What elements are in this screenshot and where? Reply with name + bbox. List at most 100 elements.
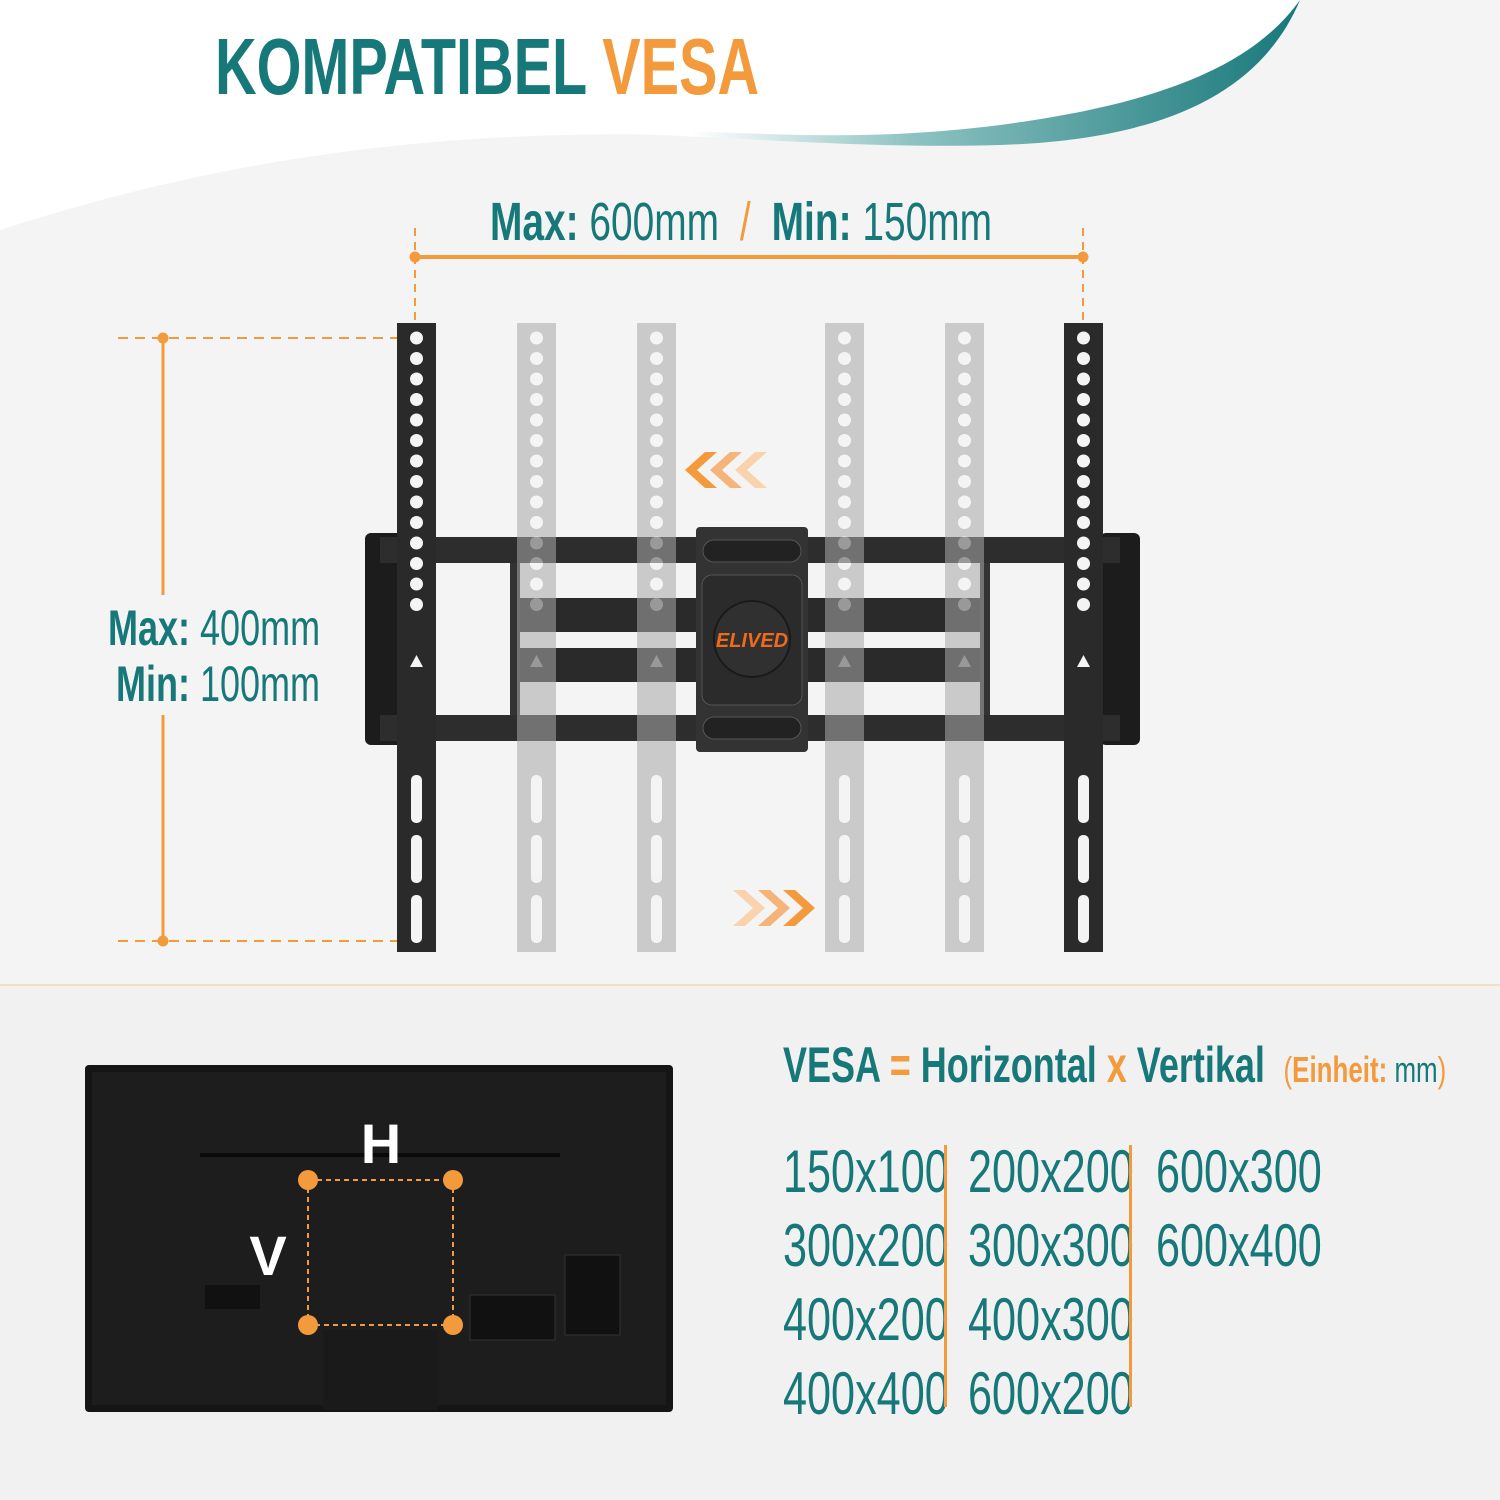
rail-hole <box>958 372 971 386</box>
rail-slot <box>531 775 542 823</box>
rail-hole <box>838 372 851 386</box>
rail-hole <box>530 352 543 365</box>
rail-hole <box>1077 598 1090 611</box>
rail-hole <box>958 352 971 365</box>
vesa-size: 600x300 <box>1156 1138 1322 1205</box>
rail-hole <box>410 577 423 591</box>
header-swoosh <box>0 0 1300 230</box>
rail-hole <box>410 331 423 345</box>
rail-hole <box>530 454 543 468</box>
rail-slot <box>839 895 850 943</box>
rail-slot <box>531 835 542 883</box>
rail-slot <box>651 835 662 883</box>
rail-hole <box>1077 454 1090 468</box>
rail-hole <box>650 516 663 529</box>
rail-hole <box>650 557 663 570</box>
rail-hole <box>958 331 971 345</box>
formula-unit: mm <box>1394 1049 1438 1090</box>
rail-hole <box>410 516 423 529</box>
slide-right-arrows-icon <box>733 890 815 926</box>
v-max-label: Max: <box>108 600 191 656</box>
rail-hole <box>1077 413 1090 427</box>
rail-hole <box>530 434 543 447</box>
rail-hole <box>1077 475 1090 488</box>
page-title: KOMPATIBEL VESA <box>215 22 971 112</box>
h-min-label: Min: <box>771 192 852 252</box>
rail-slot <box>1078 895 1089 943</box>
vesa-size: 200x200 <box>968 1138 1134 1205</box>
rail-hole <box>530 536 543 550</box>
title-part1: KOMPATIBEL <box>215 22 587 111</box>
vertical-min-label: Min: 100mm <box>116 656 399 712</box>
rail-hole <box>1077 393 1090 406</box>
rail-hole <box>958 495 971 509</box>
rail-hole <box>410 413 423 427</box>
rail-hole <box>838 434 851 447</box>
rail-hole <box>1077 536 1090 550</box>
rail-hole <box>838 454 851 468</box>
rail-hole <box>410 393 423 406</box>
rail-hole <box>838 393 851 406</box>
vesa-size: 400x400 <box>783 1360 949 1427</box>
vesa-pattern <box>307 1179 454 1326</box>
rail-hole <box>530 475 543 488</box>
rail-slot <box>839 835 850 883</box>
formula-horizontal: Horizontal <box>920 1037 1097 1093</box>
h-min-value: 150mm <box>862 192 992 252</box>
vesa-size: 150x100 <box>783 1138 949 1205</box>
center-plate: ELIVED <box>696 527 808 752</box>
rail-hole <box>838 352 851 365</box>
rail-hole <box>1077 577 1090 591</box>
horizontal-dimension <box>409 228 1089 320</box>
vesa-column-3: 600x300 600x400 <box>1156 1135 1386 1283</box>
vesa-size: 300x300 <box>968 1212 1134 1279</box>
column-divider <box>1129 1145 1132 1407</box>
mounting-rail-ghost <box>825 323 864 952</box>
rail-hole <box>650 577 663 591</box>
rail-hole <box>1077 352 1090 365</box>
rail-hole <box>838 536 851 550</box>
tv-label-v: V <box>249 1224 286 1287</box>
vertical-max-label: Max: 400mm <box>108 600 403 656</box>
rail-hole <box>958 413 971 427</box>
formula-vesa: VESA <box>783 1037 880 1093</box>
rail-slot <box>411 895 422 943</box>
rail-hole <box>958 516 971 529</box>
rail-hole <box>530 413 543 427</box>
rail-hole <box>410 557 423 570</box>
vesa-size: 300x200 <box>783 1212 949 1279</box>
rail-hole <box>958 557 971 570</box>
rail-slot <box>959 895 970 943</box>
rail-hole <box>1077 557 1090 570</box>
rail-hole <box>530 598 543 611</box>
vesa-size: 600x200 <box>968 1360 1134 1427</box>
tv-label-h: H <box>361 1112 401 1175</box>
rail-hole <box>958 598 971 611</box>
rail-hole <box>838 557 851 570</box>
rail-hole <box>1077 331 1090 345</box>
formula-equals: = <box>889 1037 911 1093</box>
rail-hole <box>410 372 423 386</box>
rail-hole <box>650 495 663 509</box>
rail-hole <box>530 495 543 509</box>
rail-hole <box>530 577 543 591</box>
rail-hole <box>530 393 543 406</box>
rail-hole <box>958 434 971 447</box>
rail-hole <box>650 536 663 550</box>
formula-times: x <box>1106 1037 1127 1093</box>
rail-hole <box>650 331 663 345</box>
rail-hole <box>958 536 971 550</box>
rail-hole <box>530 372 543 386</box>
rail-hole <box>1077 372 1090 386</box>
rail-hole <box>410 454 423 468</box>
tv-back-illustration: H V <box>85 1065 673 1412</box>
rail-hole <box>838 475 851 488</box>
vesa-formula: VESA = Horizontal x Vertikal (Einheit: m… <box>783 1037 1500 1098</box>
rail-hole <box>838 577 851 591</box>
rail-hole <box>958 475 971 488</box>
vertical-dimension <box>118 332 405 947</box>
rail-hole <box>650 454 663 468</box>
rail-hole <box>410 536 423 550</box>
rail-hole <box>410 352 423 365</box>
